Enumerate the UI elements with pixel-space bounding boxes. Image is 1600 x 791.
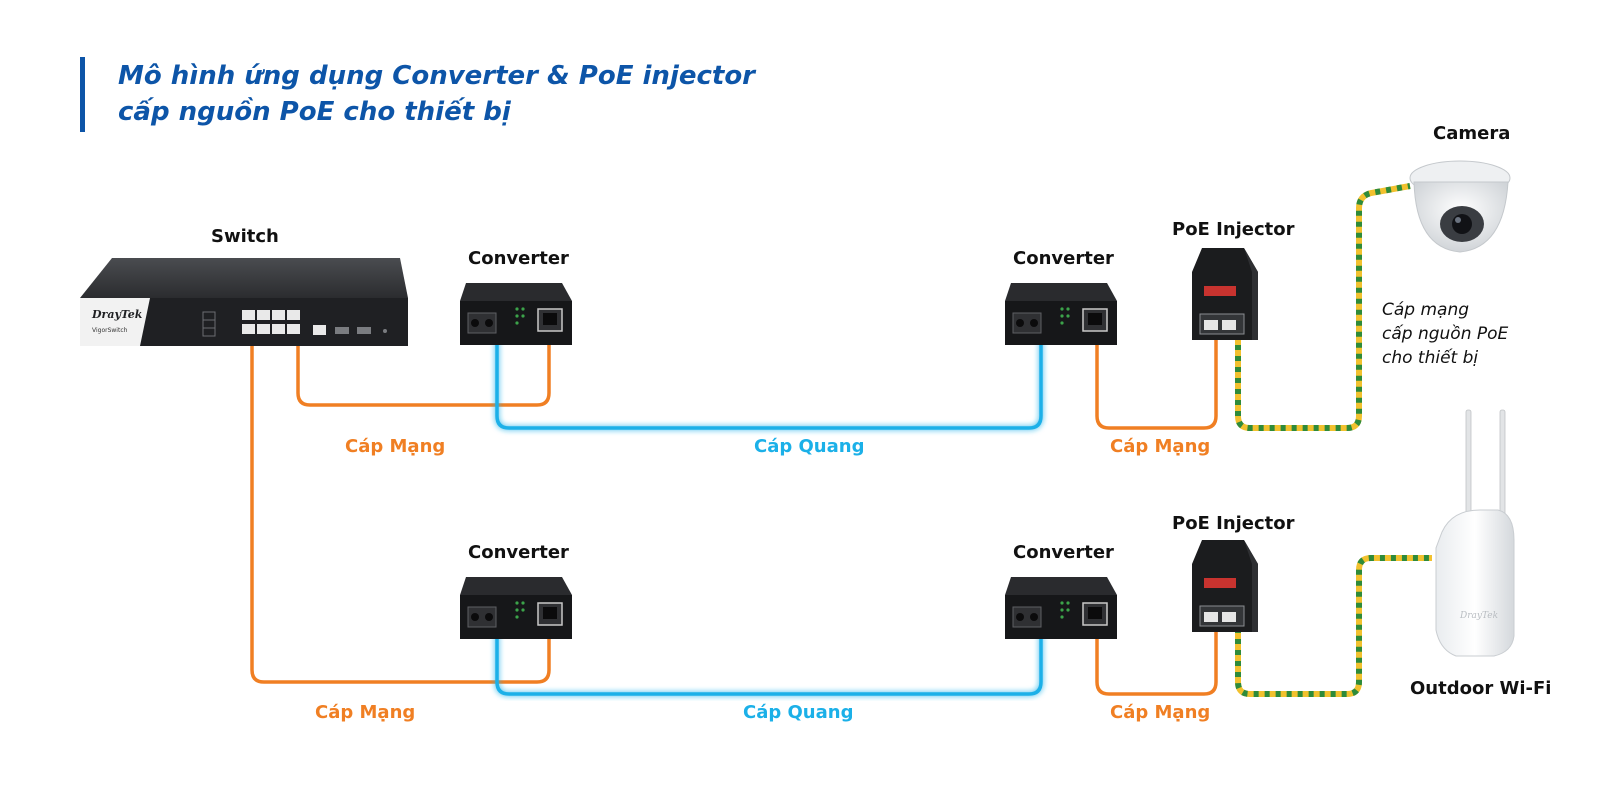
poe-injector-b (1192, 540, 1258, 632)
outdoor-wifi-label: Outdoor Wi-Fi (1410, 678, 1552, 699)
converter-label-a1: Converter (468, 248, 569, 269)
poe-injector-a (1192, 248, 1258, 340)
title-highlight: Converter & PoE injector (392, 61, 756, 91)
cable-label-top-lan-right: Cáp Mạng (1110, 436, 1211, 457)
lan-cable-bottom-left (250, 332, 551, 684)
switch-model-text: VigorSwitch (92, 327, 128, 334)
fiber-cable-top (495, 330, 1043, 430)
lan-cable-bottom-right (1095, 626, 1218, 696)
page-title: Mô hình ứng dụng Converter & PoE injecto… (118, 58, 755, 130)
lan-cable-top-left (296, 332, 551, 407)
cable-label-top-fiber: Cáp Quang (754, 436, 865, 457)
converter-label-a2: Converter (1013, 248, 1114, 269)
poe-note-line1: Cáp mạng (1382, 300, 1470, 320)
outdoor-wifi-device: DrayTek (1435, 409, 1515, 657)
poe-cable-wifi (1235, 555, 1432, 697)
poe-injector-label-b: PoE Injector (1172, 513, 1295, 534)
cable-label-bottom-lan-left: Cáp Mạng (315, 702, 416, 723)
title-line2: cấp nguồn PoE cho thiết bị (118, 97, 511, 127)
switch-device: DrayTek VigorSwitch (80, 258, 408, 346)
converter-label-b2: Converter (1013, 542, 1114, 563)
converter-device-b2 (1005, 577, 1117, 639)
camera-label: Camera (1433, 123, 1511, 144)
switch-label: Switch (211, 226, 279, 247)
switch-brand-logo: DrayTek (91, 308, 143, 321)
fiber-cable-bottom (495, 624, 1043, 696)
lan-cable-top-right (1095, 332, 1218, 430)
poe-cable-note: Cáp mạng cấp nguồn PoE cho thiết bị (1382, 298, 1508, 370)
wifi-brand-logo: DrayTek (1459, 611, 1498, 621)
title-prefix: Mô hình ứng dụng (118, 61, 393, 91)
poe-note-line3: cho thiết bị (1382, 348, 1479, 368)
converter-device-a2 (1005, 283, 1117, 345)
poe-note-line2: cấp nguồn PoE (1382, 324, 1509, 344)
cable-label-top-lan-left: Cáp Mạng (345, 436, 446, 457)
title-accent-bar (80, 57, 85, 132)
camera-device (1409, 160, 1511, 253)
cable-label-bottom-fiber: Cáp Quang (743, 702, 854, 723)
poe-injector-label-a: PoE Injector (1172, 219, 1295, 240)
cable-label-bottom-lan-right: Cáp Mạng (1110, 702, 1211, 723)
converter-device-a1 (460, 283, 572, 345)
converter-label-b1: Converter (468, 542, 569, 563)
converter-device-b1 (460, 577, 572, 639)
